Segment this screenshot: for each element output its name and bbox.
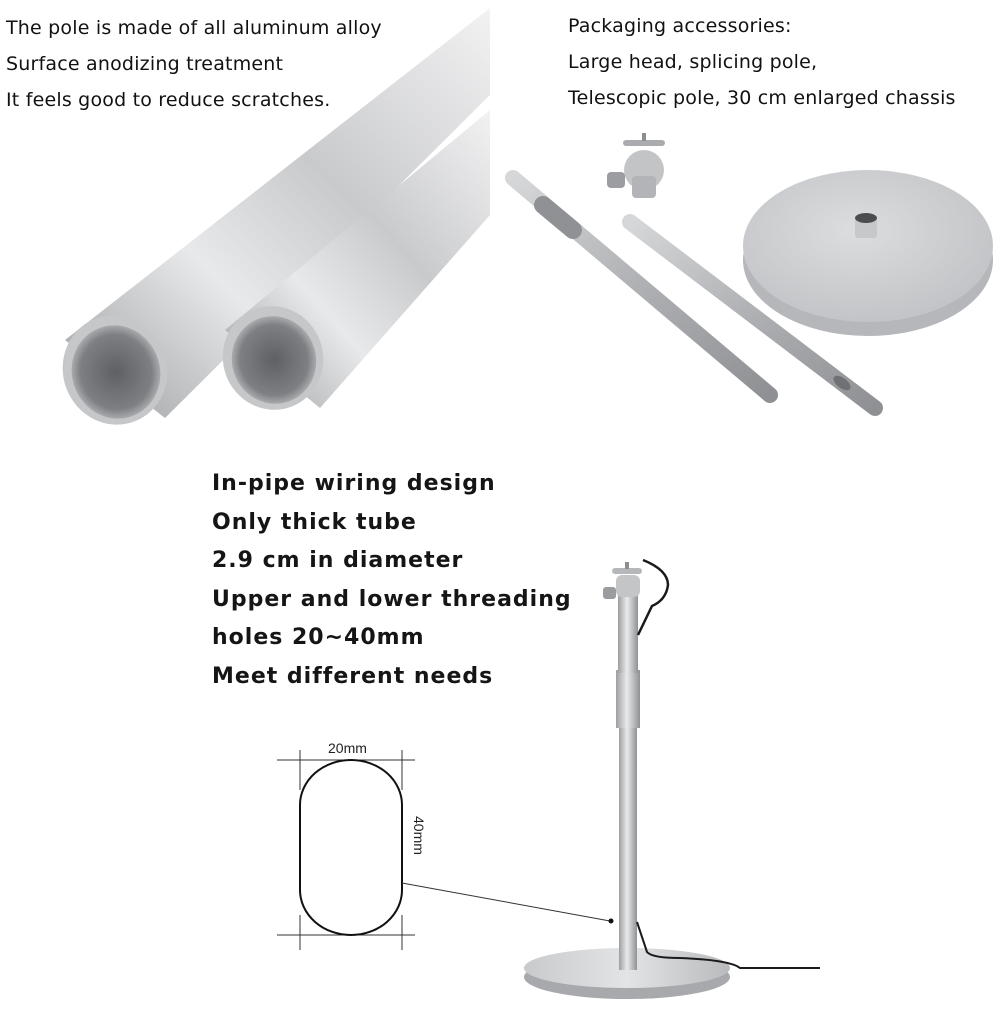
panel-aluminum-tubes: The pole is made of all aluminum alloy S… [0,0,495,450]
stand-cable-bottom [636,921,820,969]
chassis-base [743,170,993,336]
bottom-line-1: In-pipe wiring design [212,471,496,496]
telescopic-pole-grip [534,196,582,239]
accessories-photo [505,133,993,416]
tube-2-bore [231,316,317,404]
stand-upper-pole [618,585,638,673]
bottom-line-4: Upper and lower threading [212,586,572,612]
leader-line [401,882,611,922]
height-dimension-label: 40mm [411,816,427,855]
splicing-pole-slot [833,375,851,391]
top-left-line-1: The pole is made of all aluminum alloy [6,17,382,39]
top-left-text: The pole is made of all aluminum alloy S… [6,10,382,118]
stand-ball-head [616,575,640,597]
width-dimension-label: 20mm [328,740,367,756]
bottom-line-2: Only thick tube [212,509,417,535]
bottom-line-3: 2.9 cm in diameter [212,548,464,574]
stand-cable-top [636,558,670,636]
tube-1-body [65,8,490,418]
top-right-text: Packaging accessories: Large head, splic… [568,8,956,116]
top-right-line-2: Large head, splicing pole, [568,51,818,73]
assembled-stand-photo [524,558,820,999]
bottom-text: In-pipe wiring design Only thick tube 2.… [212,465,572,697]
stand-mount-plate [612,568,642,574]
aluminum-tubes-photo [62,8,490,425]
top-right-line-3: Telescopic pole, 30 cm enlarged chassis [568,87,956,109]
panel-accessories: Packaging accessories: Large head, splic… [495,0,1002,450]
top-left-line-3: It feels good to reduce scratches. [6,89,331,111]
slot-outline [299,759,403,936]
stand-knob [603,587,616,599]
stand-collar [616,670,640,728]
top-right-line-1: Packaging accessories: [568,15,792,37]
ball-head [607,133,665,198]
stand-lower-pole [619,725,637,970]
tube-1-bore [71,325,161,419]
hole-dimension-diagram: 20mm 40mm [277,740,614,950]
bottom-line-5: holes 20~40mm [212,625,425,651]
top-left-line-2: Surface anodizing treatment [6,53,284,75]
bottom-line-6: Meet different needs [212,663,494,689]
panel-wiring-design: In-pipe wiring design Only thick tube 2.… [0,450,1002,1010]
